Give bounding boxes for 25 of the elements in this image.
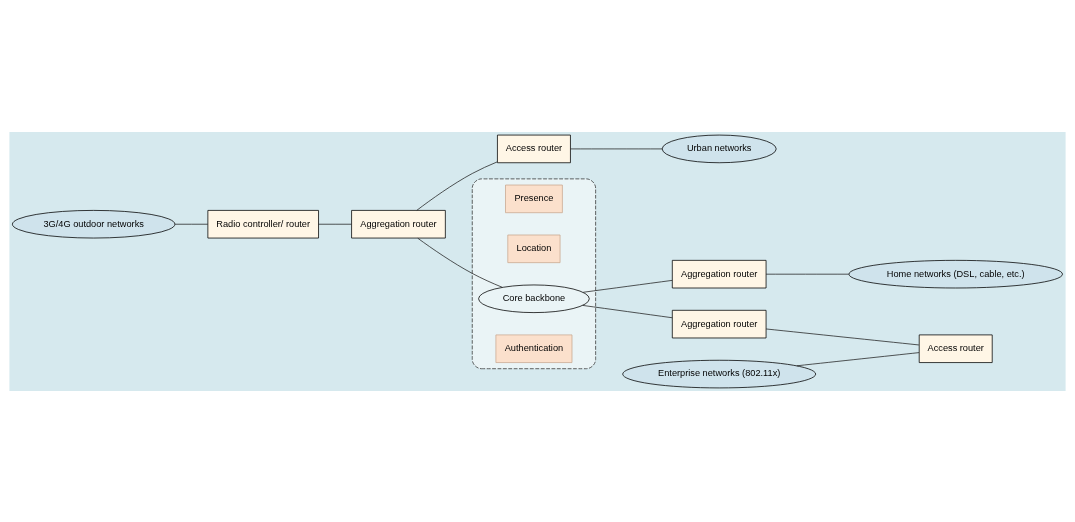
node-box: Presence xyxy=(505,184,563,213)
node-box: Access router xyxy=(918,334,993,363)
connector xyxy=(796,351,920,366)
node-ellipse: Home networks (DSL, cable, etc.) xyxy=(848,259,1063,288)
node-ellipse: 3G/4G outdoor networks xyxy=(12,209,176,238)
node-box: Authentication xyxy=(495,334,573,363)
connector xyxy=(570,148,663,149)
connector xyxy=(416,161,498,211)
connector xyxy=(582,279,673,293)
node-box: Aggregation router xyxy=(671,309,767,338)
connector xyxy=(765,273,850,275)
connector xyxy=(417,237,503,288)
node-box: Aggregation router xyxy=(671,259,767,288)
node-box: Location xyxy=(507,234,561,263)
node-ellipse: Urban networks xyxy=(661,134,777,163)
cluster xyxy=(471,178,596,369)
node-box: Radio controller/ router xyxy=(207,209,319,238)
node-box: Aggregation router xyxy=(351,209,446,238)
node-ellipse: Core backbone xyxy=(478,284,590,313)
node-ellipse: Enterprise networks (802.11x) xyxy=(622,359,817,388)
node-box: Access router xyxy=(497,134,571,163)
connector xyxy=(582,304,673,318)
connector xyxy=(765,328,920,345)
connector xyxy=(174,223,209,225)
connector xyxy=(318,223,352,225)
